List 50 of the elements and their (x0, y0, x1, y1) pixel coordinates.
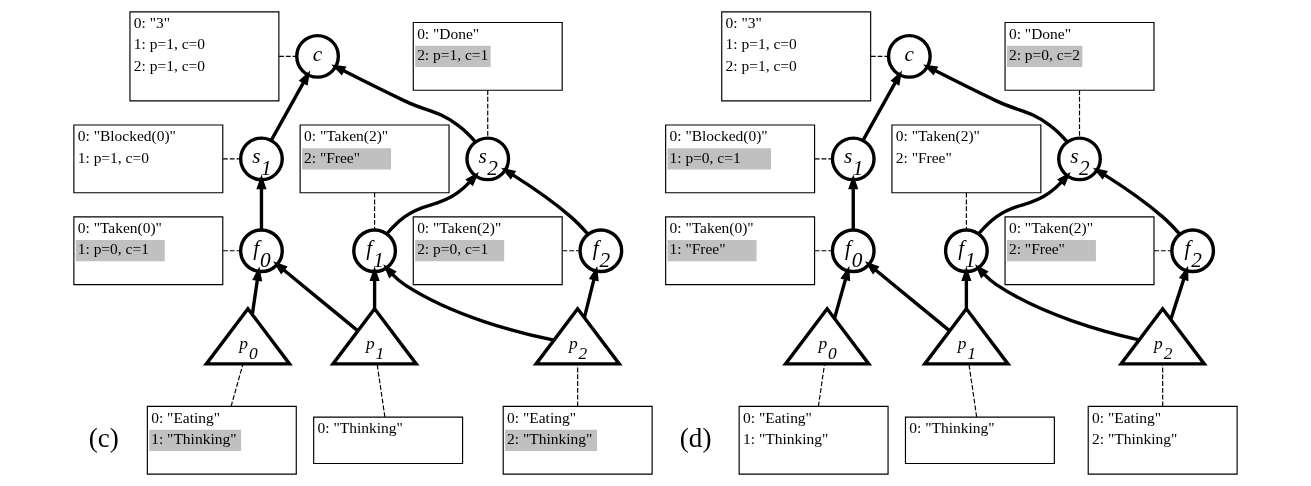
node-box: 0: "Thinking" (313, 416, 464, 465)
arrow (864, 261, 951, 333)
arrow (269, 70, 311, 142)
connector (222, 250, 241, 252)
arrow (848, 174, 859, 230)
arrow (369, 266, 380, 309)
node-box: 0: "Eating" 2: "Thinking" (1087, 405, 1238, 475)
node-circle: c (295, 33, 340, 79)
arrow (582, 266, 599, 318)
arrow (385, 172, 479, 235)
connector (376, 363, 386, 418)
connector (814, 158, 833, 160)
connector (817, 363, 826, 407)
node-box: 0: "Eating" 1: "Thinking" (738, 405, 889, 475)
arrow (383, 264, 555, 342)
arrow (923, 64, 1069, 143)
node-box: 0: "3" 1: p=1, c=0 2: p=1, c=0 (721, 11, 872, 102)
connector (577, 363, 579, 407)
node-box: 0: "Blocked(0)" 1: p=1, c=0 (73, 124, 224, 194)
arrow (861, 70, 902, 142)
arrow (1169, 265, 1189, 320)
connector (1153, 250, 1173, 252)
arrow (273, 261, 359, 333)
arrow (975, 264, 1140, 342)
connector (814, 250, 833, 252)
connector (1078, 89, 1081, 139)
connector (561, 250, 581, 252)
label: (c) (88, 422, 119, 453)
arrow (961, 266, 972, 309)
arrow (501, 167, 590, 236)
node-box: 0: "3" 1: p=1, c=0 2: p=1, c=0 (129, 11, 280, 102)
connector (374, 192, 376, 231)
connector (230, 363, 244, 407)
arrow (256, 174, 267, 230)
label: (d) (679, 422, 712, 453)
arrow (977, 172, 1071, 235)
connector (278, 55, 298, 57)
connector (870, 55, 889, 57)
arrow (832, 265, 851, 319)
connector (222, 158, 241, 160)
node-box: 0: "Thinking" (904, 416, 1055, 465)
connector (968, 363, 978, 418)
connector (487, 89, 489, 139)
arrow (1092, 167, 1181, 236)
arrow (250, 266, 263, 315)
arrow (331, 64, 477, 143)
connector (1162, 363, 1164, 407)
connector (965, 192, 967, 231)
node-circle: c (886, 33, 932, 79)
node-box: 0: "Taken(2)" 2: "Free" (891, 124, 1042, 194)
